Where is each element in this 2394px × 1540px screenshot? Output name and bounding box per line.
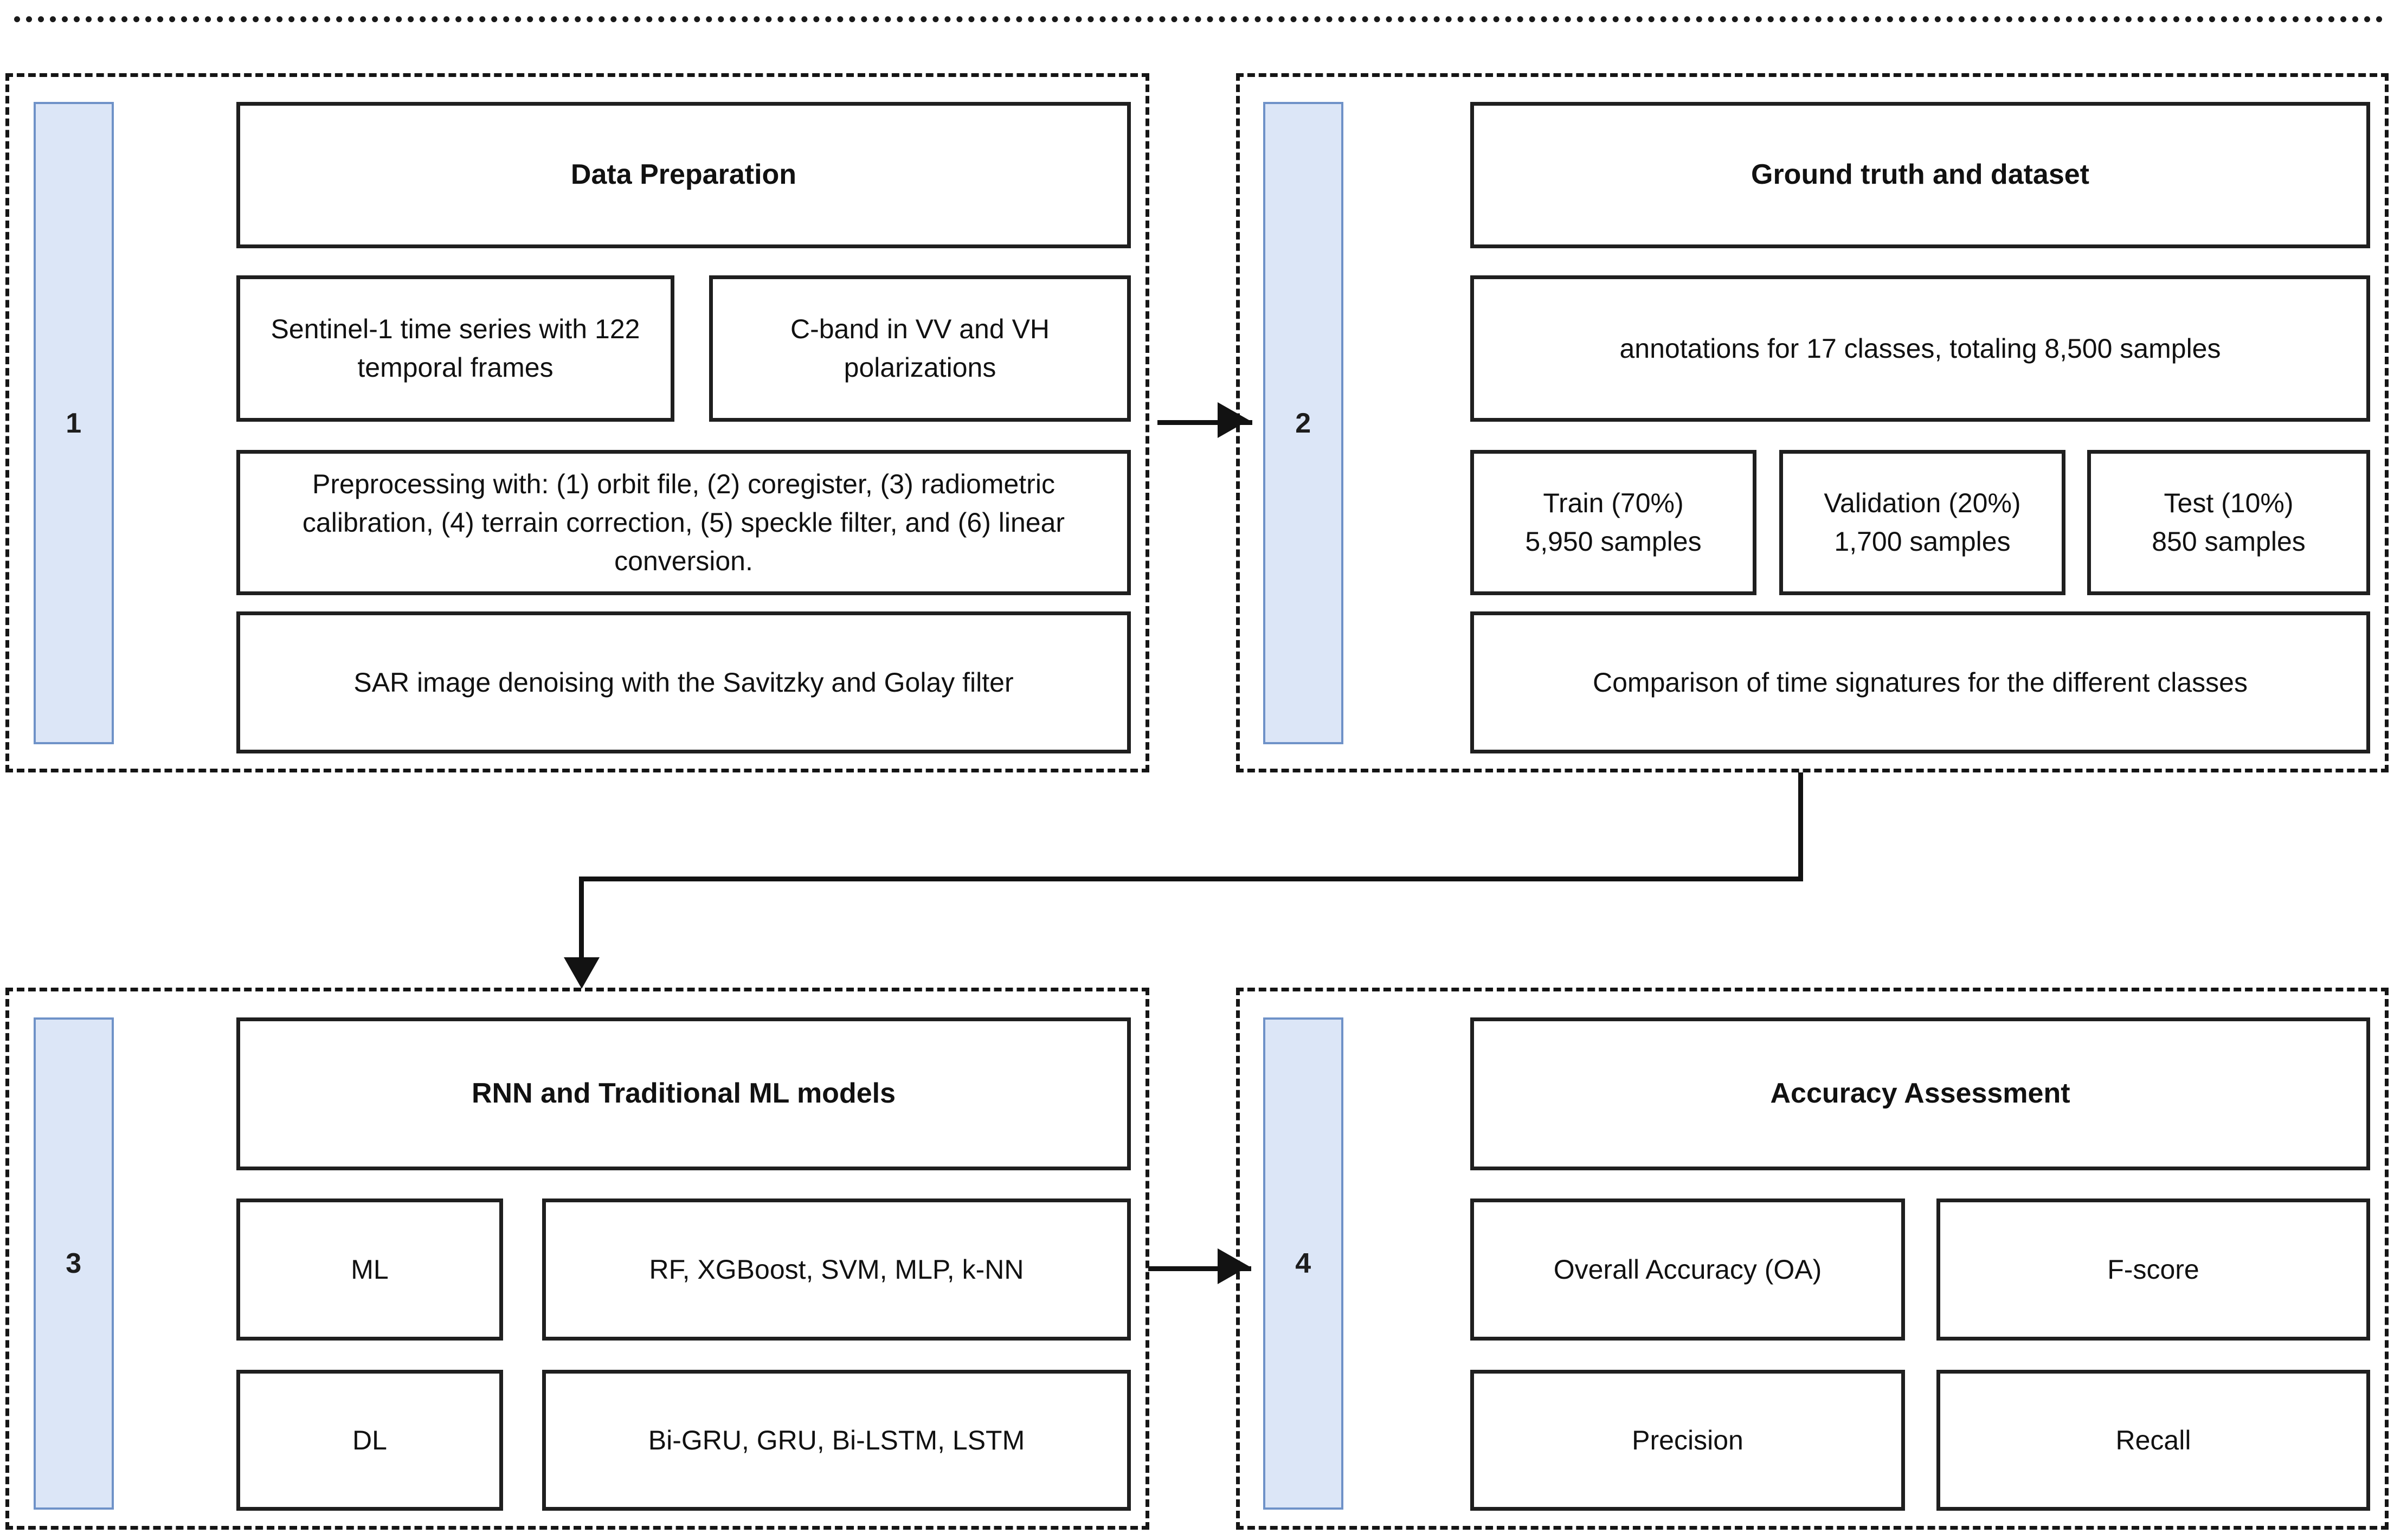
arrow-head-right-icon: [1218, 1248, 1249, 1284]
stage3-ml-models-box: RF, XGBoost, SVM, MLP, k-NN: [542, 1199, 1131, 1341]
stage3-dl-label-box: DL: [236, 1370, 503, 1511]
stage1-sentinel-box: Sentinel-1 time series with 122 temporal…: [236, 275, 674, 422]
stage1-cband-box: C-band in VV and VH polarizations: [709, 275, 1131, 422]
stage-number-2: 2: [1263, 102, 1343, 744]
stage1-preprocessing-box: Preprocessing with: (1) orbit file, (2) …: [236, 450, 1131, 595]
arrow-head-right-icon: [1218, 402, 1249, 438]
connector-line: [1148, 1266, 1251, 1271]
connector-vline-down-to-stage3: [579, 877, 584, 963]
stage2-comparison-box: Comparison of time signatures for the di…: [1470, 611, 2370, 753]
stage-number-4: 4: [1263, 1017, 1343, 1510]
connector-vline-down-from-stage2: [1798, 772, 1803, 881]
stage4-fscore-box: F-score: [1936, 1199, 2370, 1341]
stage2-title-box: Ground truth and dataset: [1470, 102, 2370, 248]
connector-line: [1157, 420, 1252, 425]
stage1-denoising-box: SAR image denoising with the Savitzky an…: [236, 611, 1131, 753]
stage3-title-box: RNN and Traditional ML models: [236, 1017, 1131, 1170]
stage-number-1: 1: [34, 102, 114, 744]
stage2-test-box: Test (10%) 850 samples: [2087, 450, 2370, 595]
top-dotted-rule: [14, 16, 2383, 22]
stage4-title-box: Accuracy Assessment: [1470, 1017, 2370, 1170]
stage2-validation-box: Validation (20%) 1,700 samples: [1779, 450, 2065, 595]
stage-panel-1: [5, 73, 1149, 772]
arrow-head-down-icon: [564, 957, 600, 989]
stage3-dl-models-box: Bi-GRU, GRU, Bi-LSTM, LSTM: [542, 1370, 1131, 1511]
stage3-ml-label-box: ML: [236, 1199, 503, 1341]
stage4-recall-box: Recall: [1936, 1370, 2370, 1511]
stage4-precision-box: Precision: [1470, 1370, 1905, 1511]
connector-hline-leftward: [579, 877, 1803, 881]
stage1-title-box: Data Preparation: [236, 102, 1131, 248]
stage-panel-3: [5, 988, 1149, 1530]
stage2-annotations-box: annotations for 17 classes, totaling 8,5…: [1470, 275, 2370, 422]
stage4-overall-accuracy-box: Overall Accuracy (OA): [1470, 1199, 1905, 1341]
stage2-train-box: Train (70%) 5,950 samples: [1470, 450, 1756, 595]
stage-number-3: 3: [34, 1017, 114, 1510]
